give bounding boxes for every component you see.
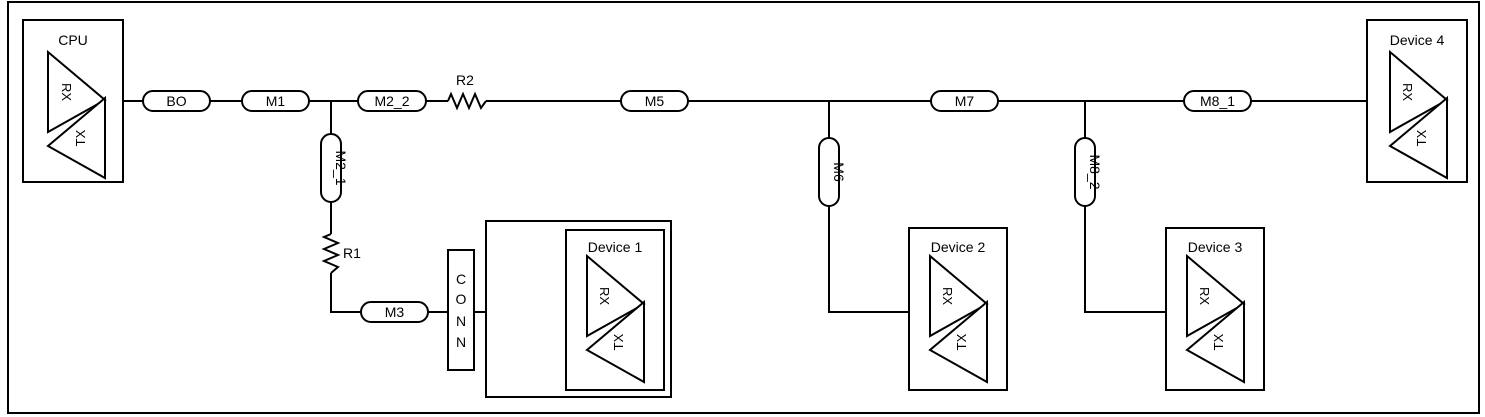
device4-tx-label: TX xyxy=(1414,129,1429,146)
wire-m8-2-device3 xyxy=(1084,206,1166,313)
device3-tx-triangle xyxy=(1185,299,1245,384)
segment-m8-1-label: M8_1 xyxy=(1200,93,1235,109)
connector-letter-c: C xyxy=(456,271,466,287)
device1-tx-triangle xyxy=(585,299,645,384)
device4-rx-triangle xyxy=(1389,49,1449,134)
segment-m2-2: M2_2 xyxy=(357,90,427,112)
device1-rx-label: RX xyxy=(597,287,612,305)
device3-tx-label: TX xyxy=(1211,333,1226,350)
cpu-tx-triangle xyxy=(46,95,106,180)
cpu-tx-label: TX xyxy=(73,129,88,146)
segment-m8-2: M8_2 xyxy=(1074,137,1103,207)
device1-label: Device 1 xyxy=(588,239,643,255)
segment-m1: M1 xyxy=(241,90,310,112)
device1-rx-triangle xyxy=(586,253,646,338)
resistor-r1-symbol xyxy=(321,233,341,274)
segment-m1-label: M1 xyxy=(266,93,286,109)
device4-block: Device 4 RX TX xyxy=(1366,19,1468,183)
cpu-rx-triangle xyxy=(47,49,107,134)
cpu-block: CPU RX TX xyxy=(22,19,124,183)
connector-letter-n1: N xyxy=(456,313,466,329)
segment-m6: M6 xyxy=(818,137,847,207)
connector-box xyxy=(447,249,475,371)
segment-m7: M7 xyxy=(930,90,999,112)
device3-label: Device 3 xyxy=(1188,239,1243,255)
segment-m2-1-pill xyxy=(320,133,342,203)
wire-m6-device2 xyxy=(828,206,909,313)
segment-m6-pill xyxy=(818,137,840,207)
device2-block: Device 2 RX TX xyxy=(908,227,1008,391)
cpu-rx-label: RX xyxy=(59,83,74,101)
cpu-label: CPU xyxy=(58,32,88,48)
segment-m3-pill xyxy=(360,301,429,323)
segment-m5-label: M5 xyxy=(645,93,665,109)
segment-bo: BO xyxy=(142,90,211,112)
segment-m3: M3 xyxy=(360,301,429,323)
segment-m7-label: M7 xyxy=(955,93,975,109)
device3-rx-label: RX xyxy=(1197,287,1212,305)
segment-m2-1-label: M2_1 xyxy=(333,150,349,185)
resistor-r2-label: R2 xyxy=(456,72,474,88)
device4-rx-label: RX xyxy=(1400,83,1415,101)
device1-housing: Device 1 RX TX xyxy=(485,220,672,398)
segment-m3-label: M3 xyxy=(385,304,405,320)
segment-m8-1: M8_1 xyxy=(1183,90,1252,112)
segment-m2-2-pill xyxy=(357,90,427,112)
segment-m5: M5 xyxy=(620,90,689,112)
device2-label: Device 2 xyxy=(931,239,986,255)
segment-m2-1: M2_1 xyxy=(320,133,349,203)
device2-rx-triangle xyxy=(929,253,989,338)
device4-tx-triangle xyxy=(1388,95,1448,180)
resistor-r1-label: R1 xyxy=(343,245,361,261)
connector-letter-o: O xyxy=(456,291,467,307)
wire-r1-m3 xyxy=(330,273,361,313)
connector-block: C O N N xyxy=(447,249,475,371)
segment-m8-2-pill xyxy=(1074,137,1096,207)
device2-tx-triangle xyxy=(928,299,988,384)
device2-rx-label: RX xyxy=(940,287,955,305)
segment-m5-pill xyxy=(620,90,689,112)
device3-block: Device 3 RX TX xyxy=(1165,227,1265,391)
segment-m2-2-label: M2_2 xyxy=(374,93,409,109)
device3-rx-triangle xyxy=(1186,253,1246,338)
wires xyxy=(123,100,1367,313)
segment-m6-label: M6 xyxy=(831,162,847,182)
resistor-r2-symbol xyxy=(447,91,487,111)
segment-m1-pill xyxy=(241,90,310,112)
device2-tx-label: TX xyxy=(954,333,969,350)
device4-label: Device 4 xyxy=(1390,32,1445,48)
connector-letter-n2: N xyxy=(456,334,466,350)
segment-m8-1-pill xyxy=(1183,90,1252,112)
segment-m8-2-label: M8_2 xyxy=(1087,154,1103,189)
device1-tx-label: TX xyxy=(611,333,626,350)
segment-bo-pill xyxy=(142,90,211,112)
segment-m7-pill xyxy=(930,90,999,112)
segment-bo-label: BO xyxy=(166,93,186,109)
